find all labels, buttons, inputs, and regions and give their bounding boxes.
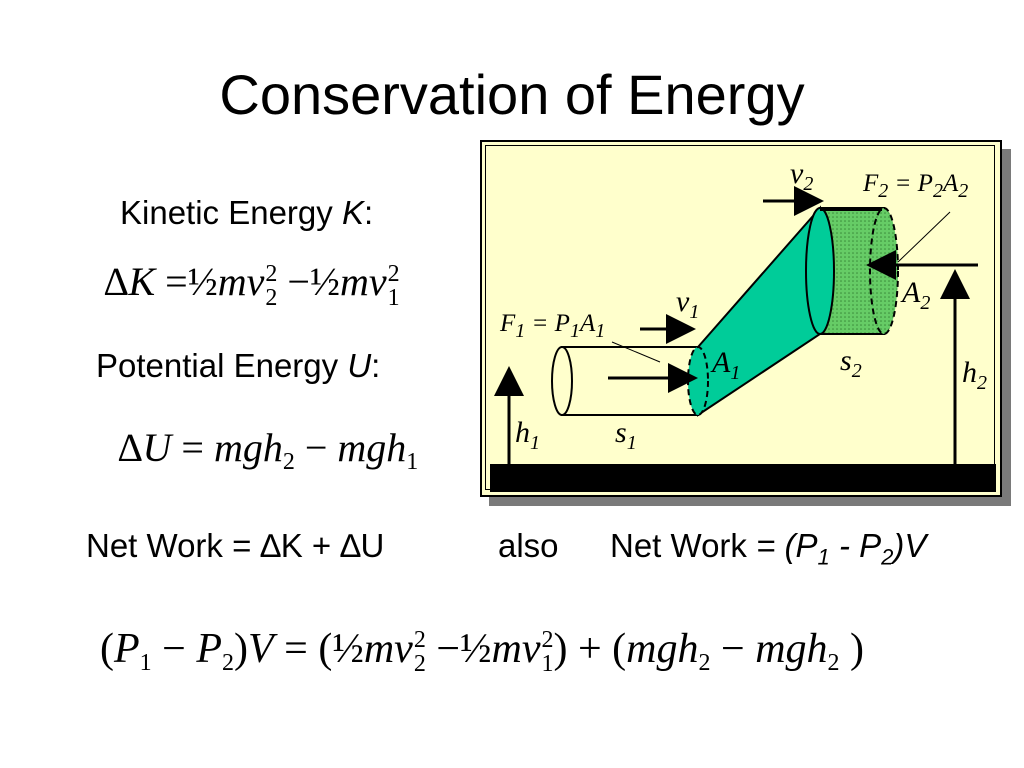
f2-p-sub: 2 (932, 180, 943, 202)
v2-sub: 2 (803, 173, 814, 195)
page-title: Conservation of Energy (219, 63, 805, 126)
v1-sub: 1 (689, 301, 700, 323)
v1-label: v1 (676, 285, 699, 324)
potential-symbol: U (347, 347, 372, 384)
kinetic-symbol: K (341, 194, 364, 231)
narrow-tube-end-left (551, 346, 573, 416)
f2-leader-line (897, 211, 951, 263)
f2-a-sub: 2 (958, 180, 969, 202)
narrow-tube-end-right (687, 346, 709, 416)
a1-text: A (712, 346, 731, 379)
potential-label-text: Potential Energy (96, 347, 339, 384)
f2-label: F2 = P2A2 (863, 170, 968, 203)
f2-text: F (863, 170, 879, 197)
kinetic-energy-label: Kinetic Energy K: (120, 194, 373, 232)
f1-a-sub: 1 (595, 320, 606, 342)
f1-label: F1 = P1A1 (500, 310, 605, 343)
net-work-right-eq: = (P (756, 527, 818, 564)
a2-sub: 2 (920, 292, 931, 314)
f1-p-sub: 1 (569, 320, 580, 342)
f2-eq: = P (888, 170, 933, 197)
h2-label: h2 (962, 356, 987, 395)
h1-sub: 1 (530, 432, 540, 454)
net-work-right-mid: - P (829, 527, 882, 564)
h1-text: h (515, 416, 530, 449)
s1-sub: 1 (626, 432, 637, 454)
s2-text: s (840, 344, 852, 377)
cylinder-top-cover (820, 209, 882, 211)
p1-sub: 1 (817, 544, 830, 570)
net-work-left: Net Work = ∆K + ∆U (86, 527, 385, 564)
s1-label: s1 (615, 416, 637, 455)
wide-cylinder-end-left (805, 207, 835, 335)
kinetic-colon: : (363, 194, 374, 231)
h2-text: h (962, 356, 977, 389)
potential-energy-equation: ∆U = mgh2 − mgh1 (118, 425, 419, 475)
net-work-right-prefix: Net Work (610, 527, 747, 564)
net-work-right-end: )V (893, 527, 927, 564)
also-text: also (498, 527, 559, 564)
a1-sub: 1 (730, 362, 741, 384)
net-work-right: Net Work = (P1 - P2)V (610, 527, 926, 571)
s2-label: s2 (840, 344, 862, 383)
a2-text: A (902, 276, 921, 309)
v1-text: v (676, 285, 690, 318)
f2-a: A (942, 170, 959, 197)
narrow-tube (561, 346, 699, 416)
f2-sub: 2 (878, 180, 889, 202)
f1-text: F (500, 310, 516, 337)
s1-text: s (615, 416, 627, 449)
p2-sub: 2 (881, 544, 894, 570)
h2-sub: 2 (977, 372, 987, 394)
f1-leader-line (611, 341, 661, 363)
a2-label: A2 (902, 276, 930, 315)
wide-cylinder-end-right (869, 207, 899, 335)
ground-bar (490, 464, 996, 492)
s2-sub: 2 (851, 360, 862, 382)
v2-text: v (790, 157, 804, 190)
f1-sub: 1 (515, 320, 526, 342)
v2-label: v2 (790, 157, 813, 196)
a1-label: A1 (712, 346, 740, 385)
f1-a: A (579, 310, 596, 337)
potential-colon: : (371, 347, 381, 384)
h1-label: h1 (515, 416, 540, 455)
kinetic-label-text: Kinetic Energy (120, 194, 333, 231)
f1-eq: = P (525, 310, 570, 337)
potential-energy-label: Potential Energy U: (96, 347, 380, 385)
